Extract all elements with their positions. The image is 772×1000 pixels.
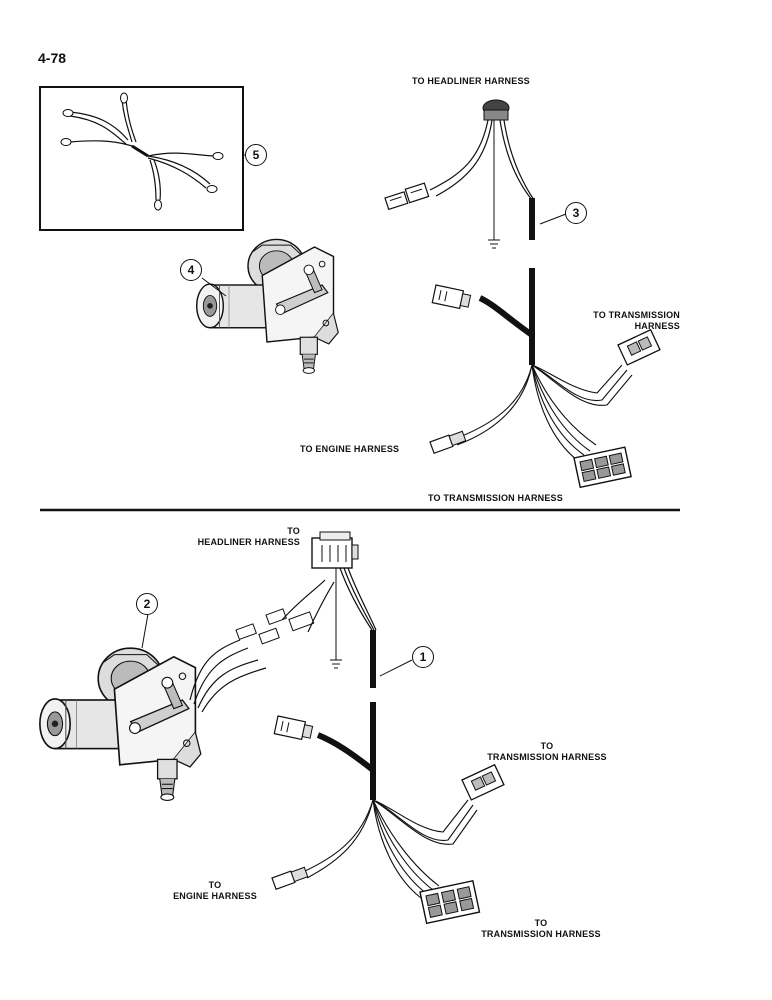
label-top-transmission-1: TO TRANSMISSION HARNESS <box>570 310 680 332</box>
label-line: ENGINE HARNESS <box>173 891 257 901</box>
label-line: TO <box>540 741 554 751</box>
label-line: TO <box>287 526 300 536</box>
callout-3: 3 <box>565 202 587 224</box>
label-line: TRANSMISSION HARNESS <box>487 752 607 762</box>
label-top-headliner: TO HEADLINER HARNESS <box>412 76 530 86</box>
label-line: TRANSMISSION HARNESS <box>481 929 601 939</box>
label-bottom-transmission-2: TO TRANSMISSION HARNESS <box>466 918 616 940</box>
inset-jumper-harness <box>39 86 244 231</box>
label-line: TO <box>534 918 548 928</box>
callout-2: 2 <box>136 593 158 615</box>
wiper-motor-top <box>195 238 339 375</box>
label-bottom-engine: TO ENGINE HARNESS <box>160 880 270 902</box>
label-top-engine: TO ENGINE HARNESS <box>300 444 400 454</box>
label-line: HARNESS <box>634 321 680 331</box>
label-bottom-transmission-1: TO TRANSMISSION HARNESS <box>472 741 622 763</box>
callout-5: 5 <box>245 144 267 166</box>
harness-bottom <box>271 531 505 925</box>
label-bottom-headliner: TO HEADLINER HARNESS <box>180 526 300 548</box>
callout-4: 4 <box>180 259 202 281</box>
harness-top <box>384 99 661 489</box>
wiper-motor-bottom <box>39 647 202 802</box>
callout-1: 1 <box>412 646 434 668</box>
page-number: 4-78 <box>38 50 67 66</box>
label-top-transmission-2: TO TRANSMISSION HARNESS <box>428 493 563 503</box>
label-line: TO <box>208 880 222 890</box>
label-line: TO TRANSMISSION <box>593 310 680 320</box>
label-line: HEADLINER HARNESS <box>197 537 300 547</box>
